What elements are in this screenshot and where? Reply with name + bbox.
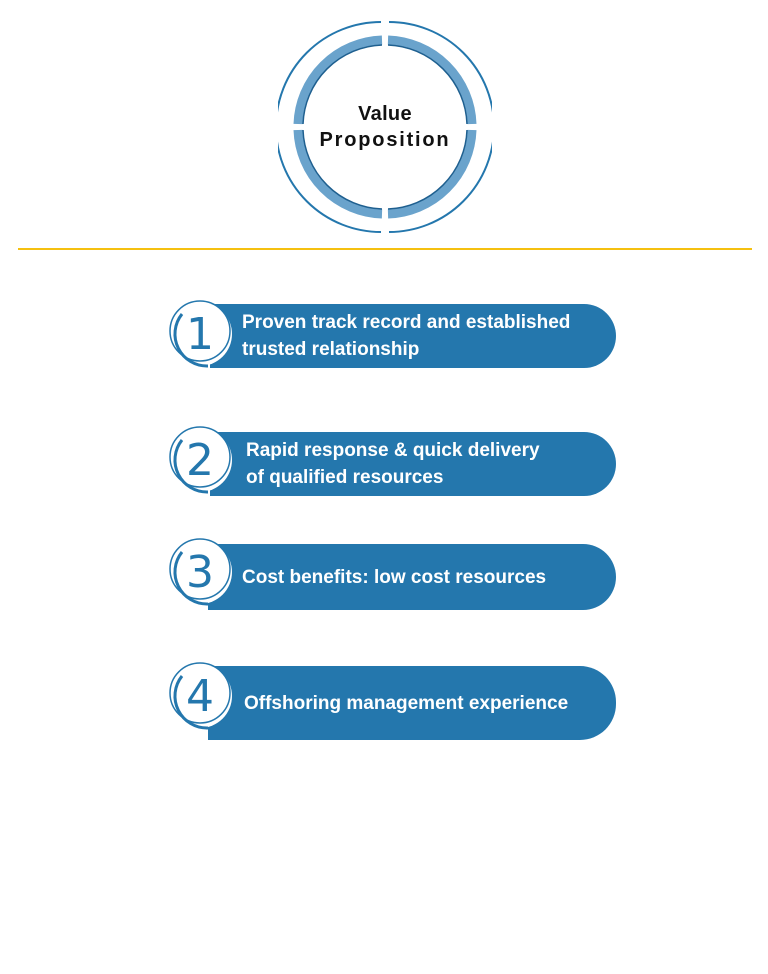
item-2-number: 2	[186, 434, 214, 486]
number-badge-icon	[168, 300, 232, 368]
number-badge-icon	[168, 426, 232, 494]
title-line-1: Value	[358, 103, 412, 125]
item-2-badge: 2	[160, 420, 240, 500]
title-line-2: Proposition	[319, 129, 451, 151]
item-4-badge: 4	[160, 656, 240, 736]
list-item-1: Proven track record and established trus…	[160, 292, 620, 374]
item-1-badge: 1	[160, 294, 240, 374]
item-4-number: 4	[186, 670, 214, 722]
list-item-3: Cost benefits: low cost resources 3	[160, 532, 620, 614]
item-1-number: 1	[186, 308, 214, 360]
item-3-number: 3	[186, 546, 214, 598]
item-3-badge: 3	[160, 532, 240, 612]
item-2-bar: Rapid response & quick delivery of quali…	[210, 432, 616, 496]
emblem-title: Value Proposition	[278, 20, 492, 234]
emblem-rings-icon	[278, 21, 492, 233]
list-item-2: Rapid response & quick delivery of quali…	[160, 420, 620, 502]
item-1-bar: Proven track record and established trus…	[210, 304, 616, 368]
list-item-4: Offshoring management experience 4	[160, 656, 620, 746]
yellow-divider	[18, 248, 752, 250]
item-3-bar: Cost benefits: low cost resources	[208, 544, 616, 610]
number-badge-icon	[168, 662, 232, 730]
item-4-bar: Offshoring management experience	[208, 666, 616, 740]
number-badge-icon	[168, 538, 232, 606]
value-proposition-emblem: Value Proposition	[278, 20, 492, 234]
